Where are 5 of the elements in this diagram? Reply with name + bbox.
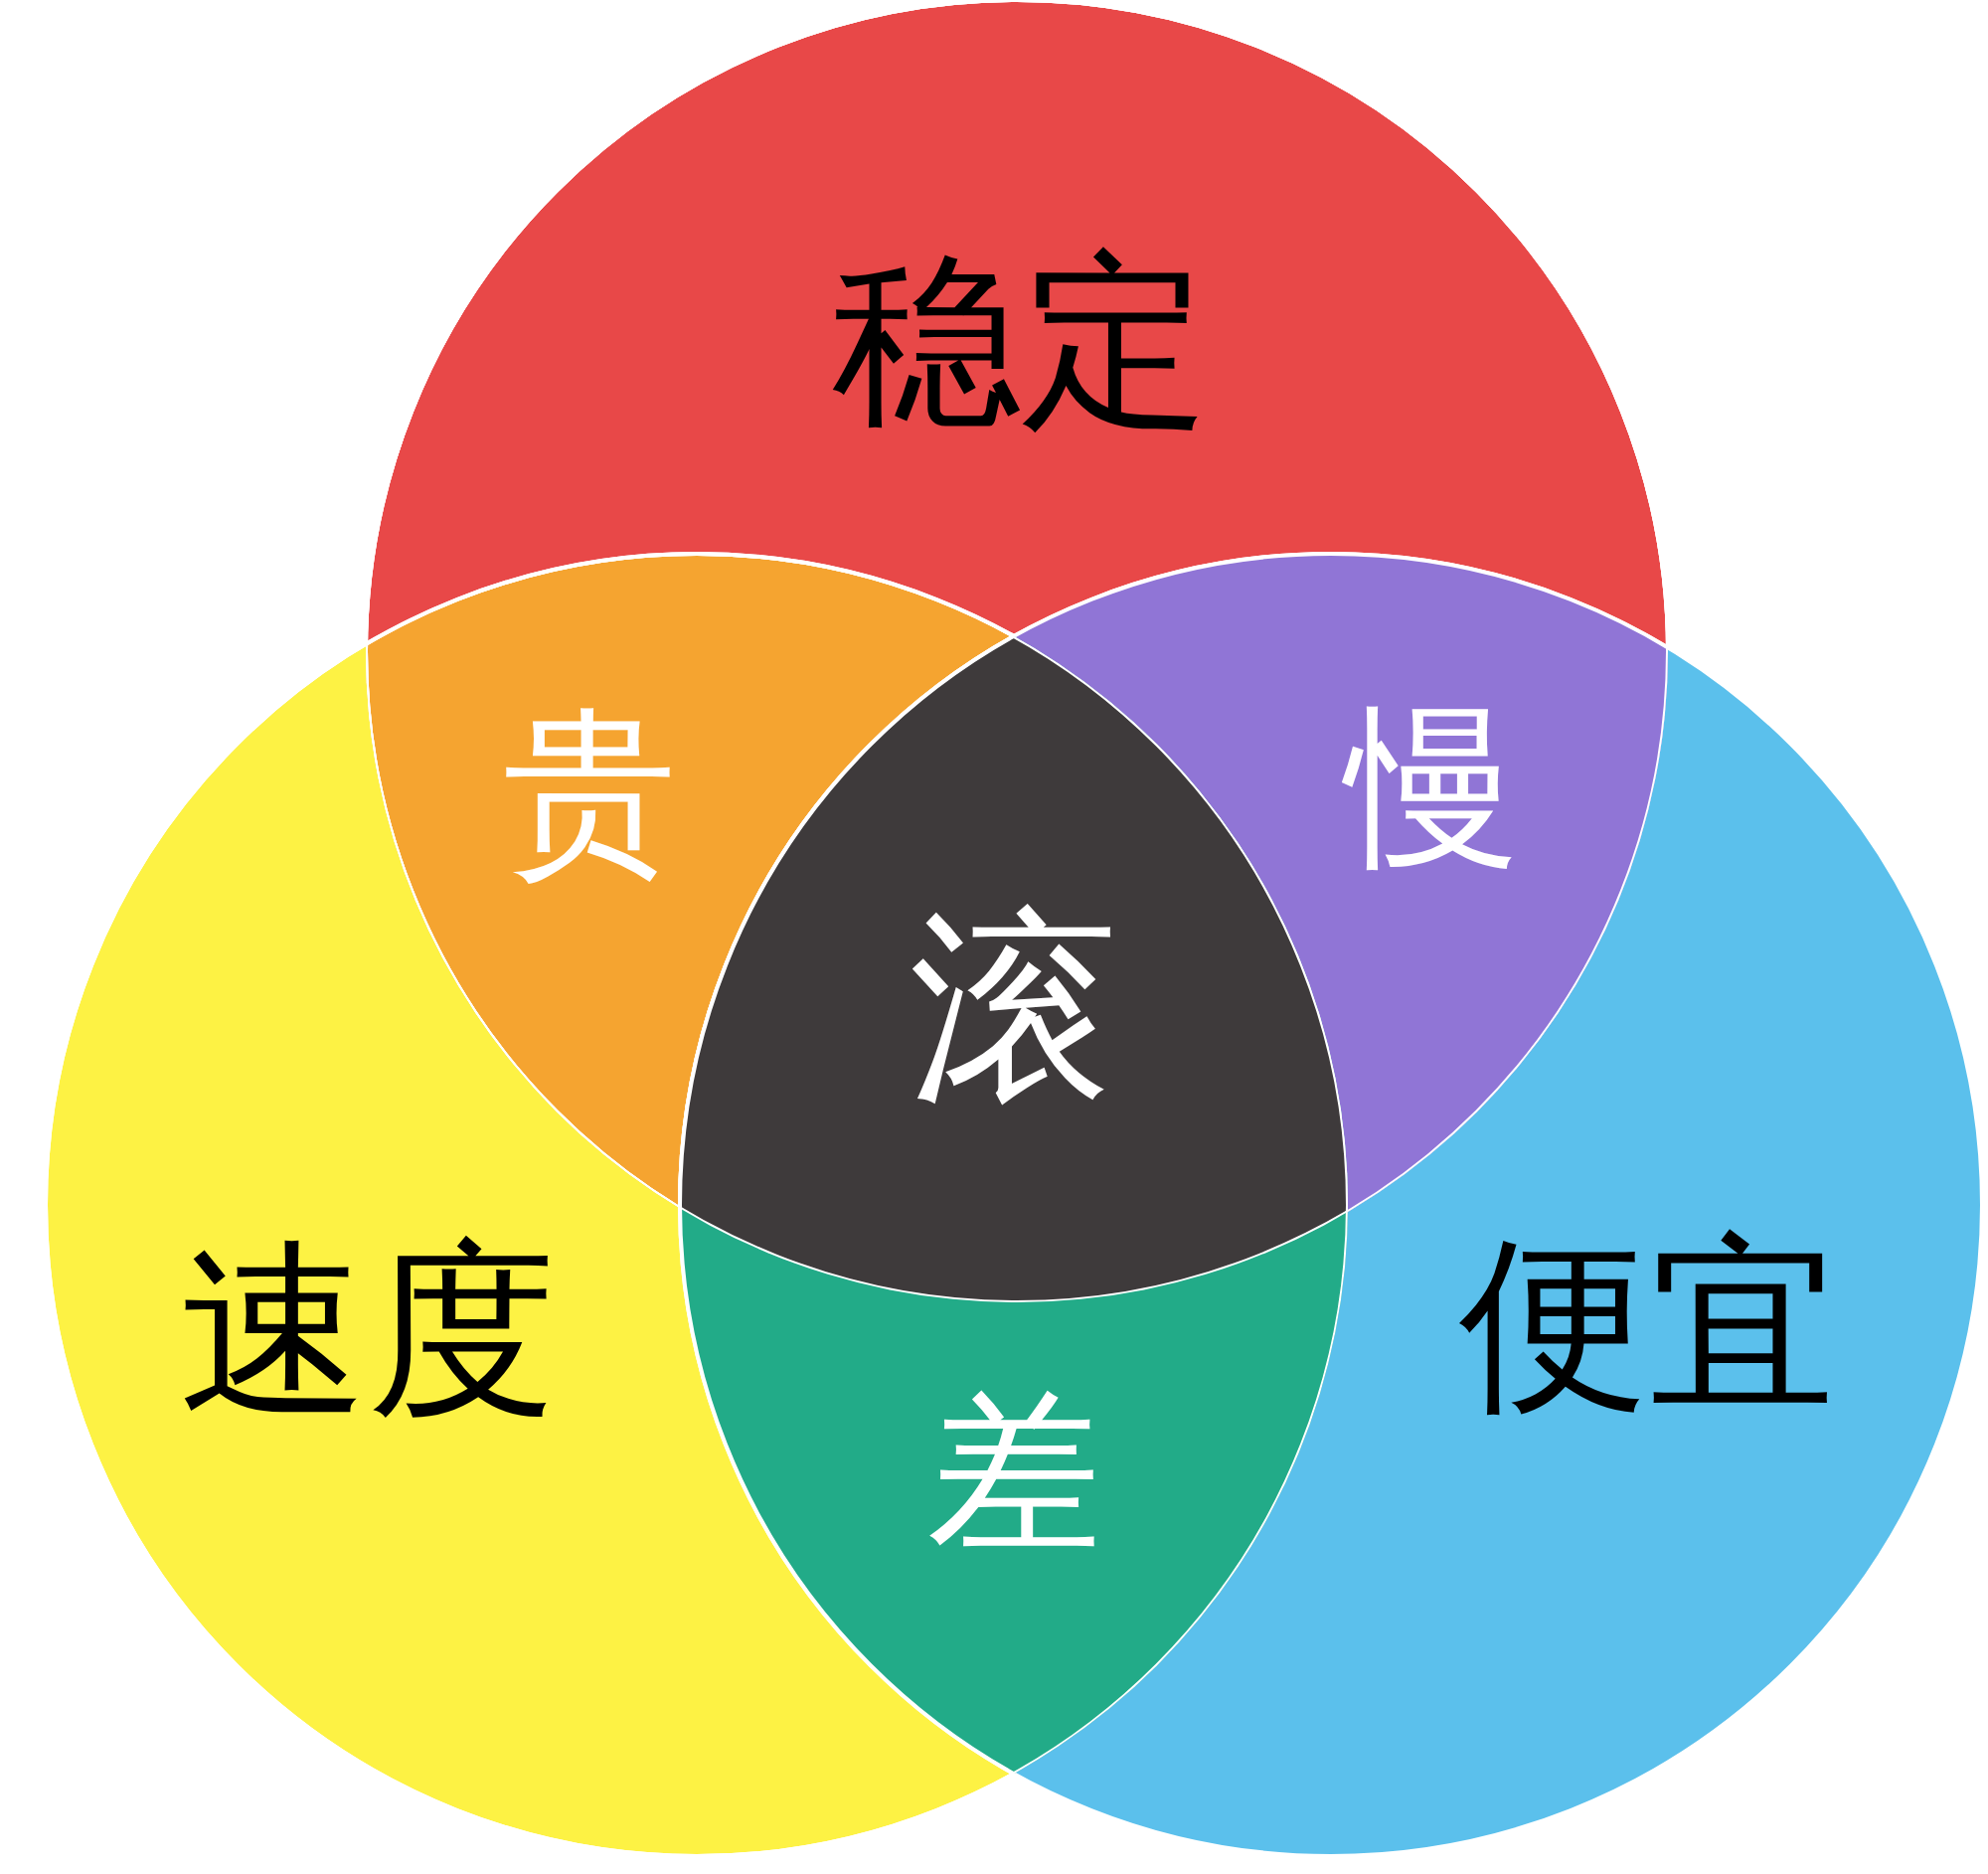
region-label: 稳定: [832, 248, 1210, 436]
region-label: 滚: [910, 904, 1118, 1112]
region-label: 差: [926, 1384, 1101, 1559]
region-label: 速度: [179, 1237, 557, 1426]
region-label: 便宜: [1459, 1231, 1837, 1420]
